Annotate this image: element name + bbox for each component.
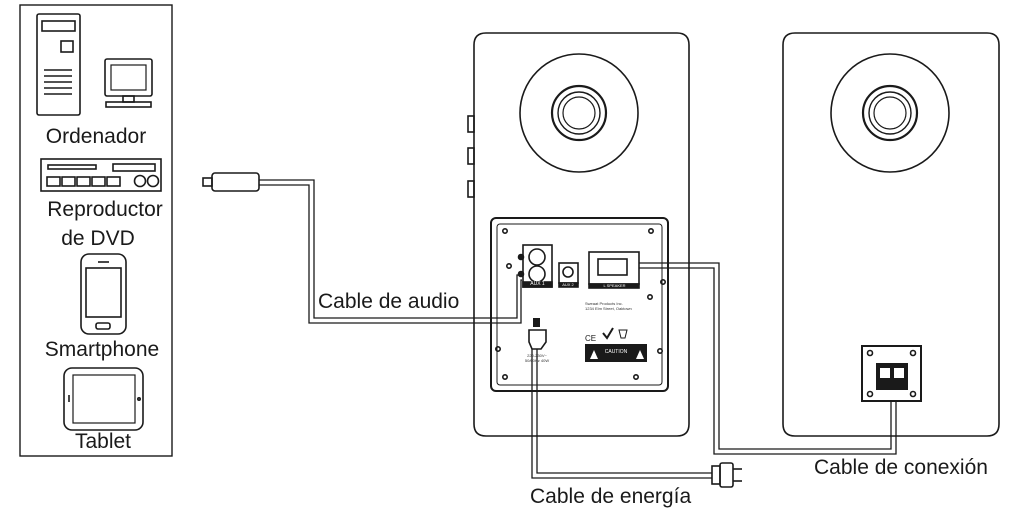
active-speaker: Sweaat Products Inc. 1234 Elm Street, Oa… bbox=[467, 32, 690, 437]
connection-cable bbox=[639, 262, 897, 455]
dvd-player-icon bbox=[40, 158, 162, 192]
svg-text:Sweaat Products Inc.: Sweaat Products Inc. bbox=[585, 301, 623, 306]
aux1-jacks bbox=[517, 244, 553, 288]
computer-monitor-icon bbox=[104, 58, 153, 108]
source-devices-box bbox=[19, 4, 173, 457]
speaker-input-terminal bbox=[861, 345, 922, 402]
aux1-label: AUX 1 bbox=[530, 281, 545, 287]
computer-label: Ordenador bbox=[45, 125, 147, 148]
ce-mark: CE bbox=[585, 334, 596, 343]
power-plug-icon bbox=[711, 462, 742, 488]
connection-cable-label: Cable de conexión bbox=[814, 456, 988, 479]
tablet-label: Tablet bbox=[74, 430, 132, 453]
passive-speaker bbox=[782, 32, 1000, 437]
tablet-icon bbox=[63, 367, 144, 431]
audio-cable-label: Cable de audio bbox=[318, 290, 460, 313]
dvd-label-line1: Reproductor bbox=[47, 198, 163, 221]
power-cable-label: Cable de energía bbox=[530, 485, 692, 508]
speaker-output-label: L SPEAKER bbox=[603, 283, 626, 288]
audio-cable bbox=[259, 179, 522, 324]
aux2-label: AUX 2 bbox=[562, 282, 574, 287]
power-inlet bbox=[528, 318, 547, 350]
svg-text:CAUTION: CAUTION bbox=[605, 349, 628, 355]
computer-tower-icon bbox=[36, 13, 81, 116]
aux2-jack bbox=[558, 262, 579, 288]
speaker-output-terminal bbox=[588, 251, 640, 289]
smartphone-icon bbox=[80, 253, 127, 335]
dvd-label-line2: de DVD bbox=[61, 227, 135, 250]
woofer-left bbox=[519, 53, 639, 173]
audio-plug-icon bbox=[202, 172, 260, 192]
smartphone-label: Smartphone bbox=[44, 338, 160, 361]
rear-connection-panel: Sweaat Products Inc. 1234 Elm Street, Oa… bbox=[490, 217, 669, 392]
caution-label: CAUTION bbox=[585, 344, 647, 362]
power-cable bbox=[531, 349, 712, 479]
woofer-right bbox=[830, 53, 950, 173]
svg-text:1234 Elm Street, Oaktown: 1234 Elm Street, Oaktown bbox=[585, 306, 632, 311]
certification-marks: CE bbox=[585, 327, 628, 343]
